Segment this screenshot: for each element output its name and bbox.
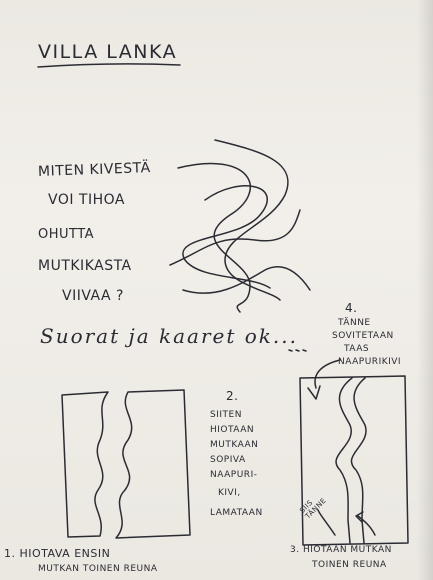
step4-line-3: TAAS	[344, 344, 369, 354]
step2-line-4: SOPIVA	[210, 455, 246, 465]
step4-line-4: NAAPURIKIVI	[338, 357, 401, 367]
step2-line-3: MUTKAAN	[210, 440, 258, 450]
note-line: Suorat ja kaaret ok...	[40, 325, 298, 348]
step4-number: 4.	[345, 302, 357, 316]
question-line-4: MUTKIKASTA	[38, 258, 132, 274]
step4-line-1: TÄNNE	[338, 318, 371, 328]
page-title: VILLA LANKA	[38, 42, 177, 64]
step2-number: 2.	[226, 390, 238, 404]
step2-line-5: NAAPURI-	[210, 470, 257, 480]
step1-line-2: MUTKAN TOINEN REUNA	[38, 564, 158, 574]
step3-line-2: TOINEN REUNA	[312, 560, 387, 570]
tangled-lines-drawing	[170, 140, 310, 312]
step2-line-6: KIVI,	[218, 488, 241, 498]
frame-drawing	[300, 360, 408, 545]
question-line-3: OHUTTA	[38, 228, 94, 243]
step2-line-1: SIITEN	[210, 410, 242, 420]
step4-line-2: SOVITETAAN	[332, 331, 394, 341]
question-line-2: VOI TIHOA	[48, 192, 125, 208]
step3-line-1: 3. HIOTAAN MUTKAN	[290, 545, 392, 555]
stone-pieces-drawing	[62, 390, 190, 538]
title-underline	[38, 64, 180, 67]
step1-line-1: 1. HIOTAVA ENSIN	[4, 548, 110, 561]
step2-line-7: LAMATAAN	[210, 508, 263, 518]
question-line-5: VIIVAA ?	[62, 288, 124, 304]
step2-line-2: HIOTAAN	[210, 425, 254, 435]
